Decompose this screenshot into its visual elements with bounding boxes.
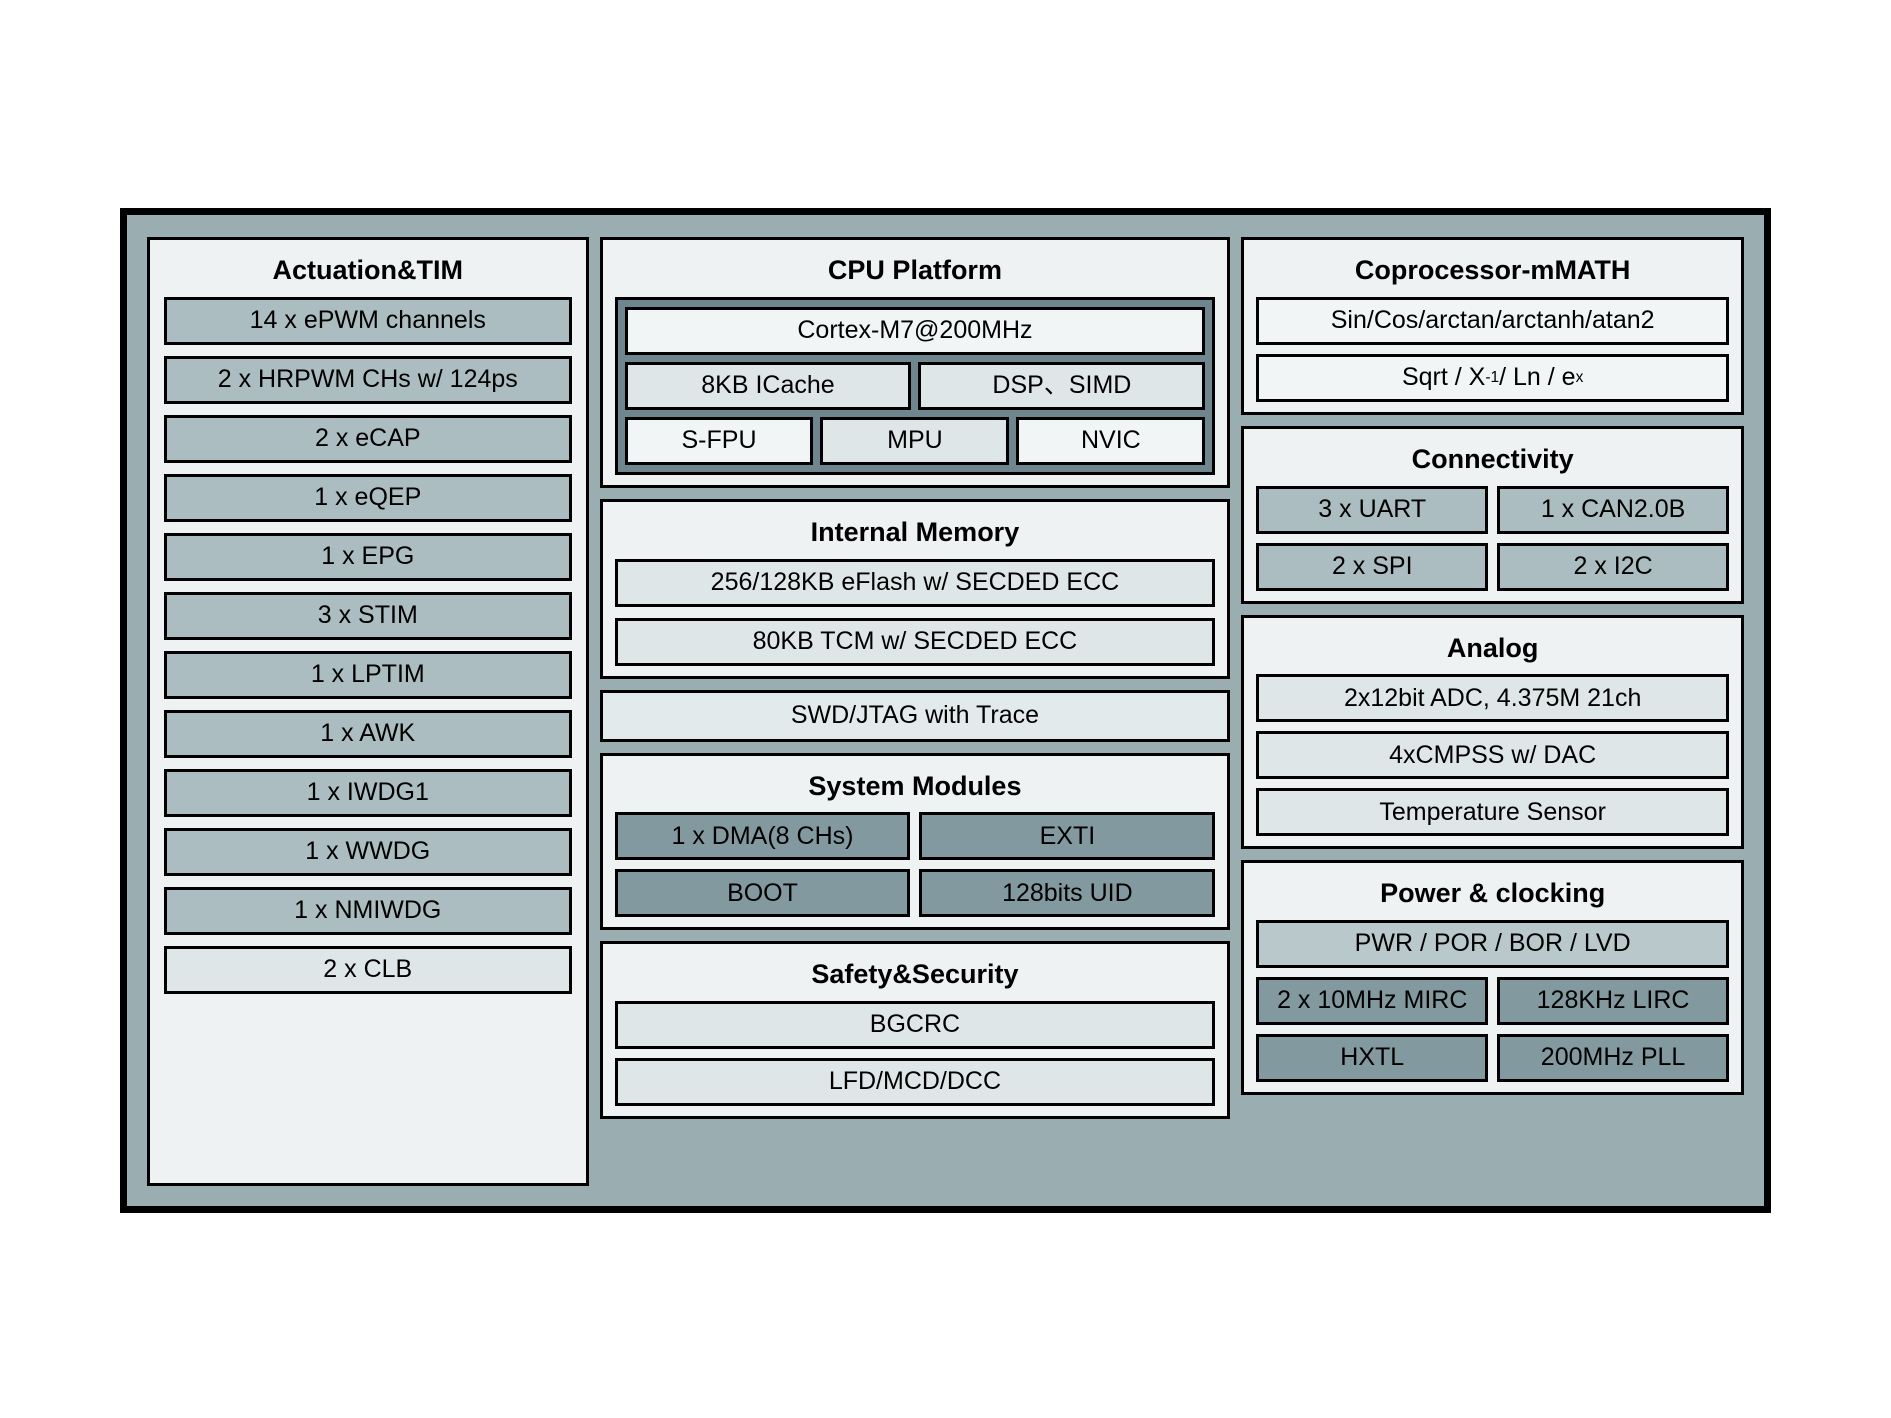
formula-exponent-inverse: -1: [1485, 369, 1500, 387]
power-item-mirc[interactable]: 2 x 10MHz MIRC: [1256, 977, 1489, 1025]
system-module-boot[interactable]: BOOT: [614, 869, 911, 918]
group-safety-security: Safety&Security BGCRC LFD/MCD/DCC: [599, 941, 1231, 1119]
group-actuation-tim: Actuation&TIM 14 x ePWM channels 2 x HRP…: [147, 237, 589, 1186]
group-system-modules: System Modules 1 x DMA(8 CHs) EXTI BOOT …: [599, 752, 1231, 931]
actuation-item-epwm[interactable]: 14 x ePWM channels: [164, 296, 572, 345]
memory-item-tcm[interactable]: 80KB TCM w/ SECDED ECC: [614, 617, 1216, 666]
actuation-item-hrpwm[interactable]: 2 x HRPWM CHs w/ 124ps: [164, 355, 572, 404]
formula-middle: / Ln / e: [1499, 363, 1576, 391]
cpu-feature-nvic[interactable]: NVIC: [1016, 416, 1206, 465]
cpu-core-cortex[interactable]: Cortex-M7@200MHz: [624, 306, 1206, 355]
coprocessor-list: Sin/Cos/arctan/arctanh/atan2 Sqrt / X-1 …: [1256, 296, 1729, 402]
safety-item-lfd-mcd-dcc[interactable]: LFD/MCD/DCC: [614, 1058, 1216, 1106]
actuation-item-eqep[interactable]: 1 x eQEP: [164, 473, 572, 522]
system-modules-row-2: BOOT 128bits UID: [614, 869, 1216, 918]
group-coprocessor-mmath: Coprocessor-mMATH Sin/Cos/arctan/arctanh…: [1241, 237, 1744, 415]
power-clocking-row-0: PWR / POR / BOR / LVD: [1256, 920, 1729, 968]
group-title-safety-security: Safety&Security: [811, 959, 1019, 990]
connectivity-item-can[interactable]: 1 x CAN2.0B: [1497, 485, 1729, 534]
analog-item-cmpss[interactable]: 4xCMPSS w/ DAC: [1256, 731, 1729, 780]
connectivity-row-2: 2 x SPI 2 x I2C: [1256, 542, 1729, 591]
connectivity-item-uart[interactable]: 3 x UART: [1256, 485, 1489, 534]
system-module-exti[interactable]: EXTI: [919, 812, 1216, 861]
cpu-feature-sfpu[interactable]: S-FPU: [624, 416, 814, 465]
actuation-item-awk[interactable]: 1 x AWK: [164, 709, 572, 758]
formula-prefix: Sqrt / X: [1401, 363, 1486, 391]
actuation-item-lptim[interactable]: 1 x LPTIM: [164, 650, 572, 699]
formula-exponent-x: x: [1575, 369, 1584, 387]
group-title-analog: Analog: [1446, 632, 1539, 663]
actuation-item-wwdg[interactable]: 1 x WWDG: [164, 827, 572, 876]
connectivity-row-1: 3 x UART 1 x CAN2.0B: [1256, 485, 1729, 534]
group-analog: Analog 2x12bit ADC, 4.375M 21ch 4xCMPSS …: [1241, 614, 1744, 850]
safety-security-list: BGCRC LFD/MCD/DCC: [614, 1001, 1216, 1106]
analog-item-adc[interactable]: 2x12bit ADC, 4.375M 21ch: [1256, 674, 1729, 723]
actuation-item-list: 14 x ePWM channels 2 x HRPWM CHs w/ 124p…: [164, 296, 572, 1171]
group-title-coprocessor: Coprocessor-mMATH: [1354, 255, 1631, 285]
analog-item-temp-sensor[interactable]: Temperature Sensor: [1256, 788, 1729, 837]
power-clocking-row-1: 2 x 10MHz MIRC 128KHz LIRC: [1256, 977, 1729, 1025]
power-item-lirc[interactable]: 128KHz LIRC: [1497, 977, 1729, 1025]
power-clocking-row-2: HXTL 200MHz PLL: [1256, 1034, 1729, 1082]
cpu-core-container: Cortex-M7@200MHz 8KB ICache DSP、SIMD S-F…: [614, 296, 1216, 475]
connectivity-grid: 3 x UART 1 x CAN2.0B 2 x SPI 2 x I2C: [1256, 485, 1729, 591]
coprocessor-item-trig[interactable]: Sin/Cos/arctan/arctanh/atan2: [1256, 296, 1729, 345]
column-actuation: Actuation&TIM 14 x ePWM channels 2 x HRP…: [147, 237, 589, 1186]
system-modules-row-1: 1 x DMA(8 CHs) EXTI: [614, 812, 1216, 861]
actuation-item-nmiwdg[interactable]: 1 x NMIWDG: [164, 886, 572, 935]
system-module-uid[interactable]: 128bits UID: [919, 869, 1216, 918]
power-item-hxtl[interactable]: HXTL: [1256, 1034, 1489, 1082]
group-title-power-clocking: Power & clocking: [1380, 878, 1606, 909]
system-modules-grid: 1 x DMA(8 CHs) EXTI BOOT 128bits UID: [614, 812, 1216, 918]
actuation-item-ecap[interactable]: 2 x eCAP: [164, 414, 572, 463]
connectivity-item-spi[interactable]: 2 x SPI: [1256, 542, 1489, 591]
actuation-item-stim[interactable]: 3 x STIM: [164, 591, 572, 640]
group-title-internal-memory: Internal Memory: [810, 516, 1020, 547]
group-title-actuation: Actuation&TIM: [272, 255, 464, 285]
chip-outer-frame: Actuation&TIM 14 x ePWM channels 2 x HRP…: [120, 208, 1771, 1213]
column-peripherals: Coprocessor-mMATH Sin/Cos/arctan/arctanh…: [1241, 237, 1744, 1186]
power-item-pll[interactable]: 200MHz PLL: [1497, 1034, 1729, 1082]
column-core: CPU Platform Cortex-M7@200MHz 8KB ICache…: [599, 237, 1231, 1186]
actuation-item-clb[interactable]: 2 x CLB: [164, 945, 572, 994]
system-module-dma[interactable]: 1 x DMA(8 CHs): [614, 812, 911, 861]
safety-item-bgcrc[interactable]: BGCRC: [614, 1001, 1216, 1049]
analog-list: 2x12bit ADC, 4.375M 21ch 4xCMPSS w/ DAC …: [1256, 674, 1729, 837]
group-connectivity: Connectivity 3 x UART 1 x CAN2.0B 2 x SP…: [1241, 425, 1744, 604]
cpu-feature-dsp-simd[interactable]: DSP、SIMD: [918, 361, 1206, 410]
cpu-feature-icache[interactable]: 8KB ICache: [624, 361, 912, 410]
debug-swd-jtag-bar[interactable]: SWD/JTAG with Trace: [599, 689, 1231, 742]
internal-memory-list: 256/128KB eFlash w/ SECDED ECC 80KB TCM …: [614, 558, 1216, 666]
connectivity-item-i2c[interactable]: 2 x I2C: [1497, 542, 1729, 591]
group-internal-memory: Internal Memory 256/128KB eFlash w/ SECD…: [599, 498, 1231, 679]
group-title-system-modules: System Modules: [808, 770, 1022, 801]
actuation-item-iwdg1[interactable]: 1 x IWDG1: [164, 768, 572, 817]
power-item-pwr-por-bor-lvd[interactable]: PWR / POR / BOR / LVD: [1256, 920, 1729, 968]
cpu-feature-row-1: 8KB ICache DSP、SIMD: [624, 361, 1206, 410]
group-cpu-platform: CPU Platform Cortex-M7@200MHz 8KB ICache…: [599, 237, 1231, 488]
cpu-feature-mpu[interactable]: MPU: [820, 416, 1010, 465]
power-clocking-grid: PWR / POR / BOR / LVD 2 x 10MHz MIRC 128…: [1256, 920, 1729, 1082]
memory-item-eflash[interactable]: 256/128KB eFlash w/ SECDED ECC: [614, 558, 1216, 607]
group-power-clocking: Power & clocking PWR / POR / BOR / LVD 2…: [1241, 860, 1744, 1095]
group-title-connectivity: Connectivity: [1411, 443, 1574, 474]
group-title-cpu-platform: CPU Platform: [827, 255, 1002, 285]
cpu-feature-row-2: S-FPU MPU NVIC: [624, 416, 1206, 465]
actuation-item-epg[interactable]: 1 x EPG: [164, 532, 572, 581]
